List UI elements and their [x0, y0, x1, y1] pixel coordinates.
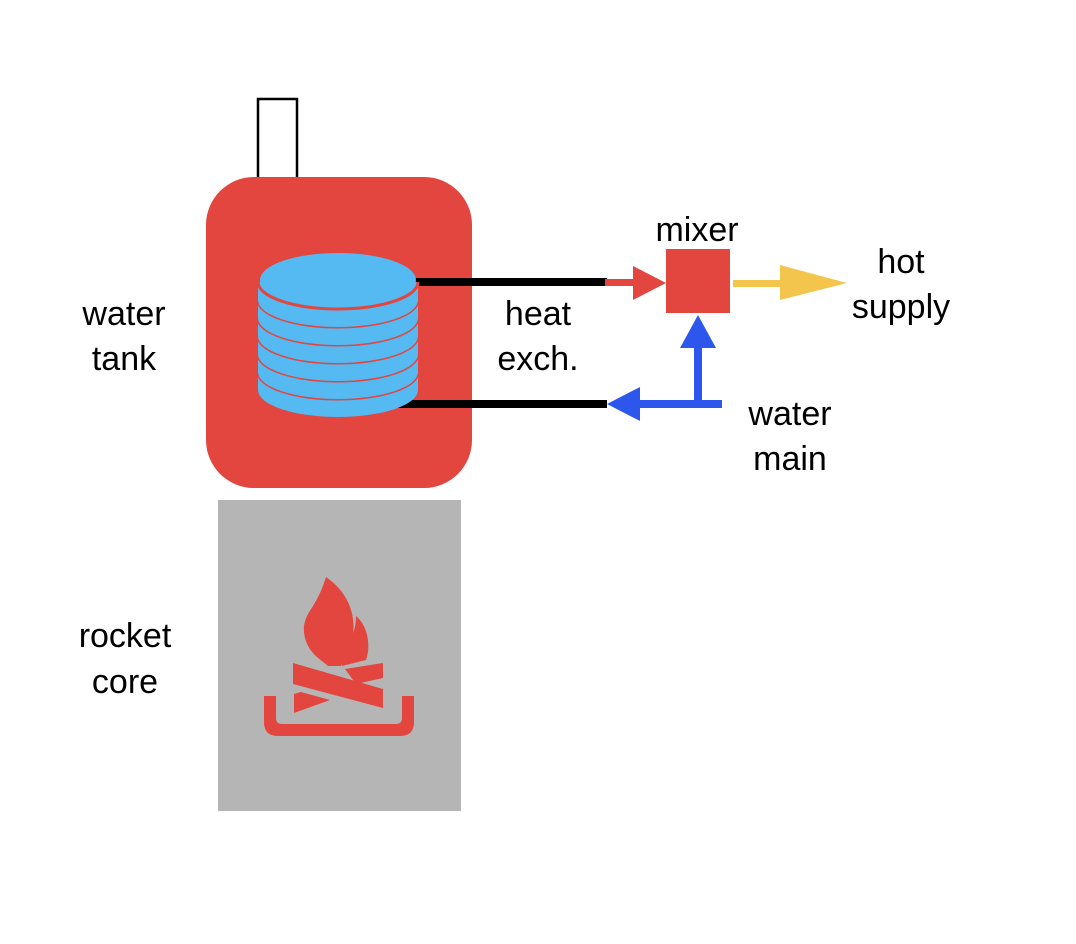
coil-separator	[256, 335, 420, 365]
coil-separator	[256, 317, 420, 347]
coil-stack-icon	[256, 253, 420, 417]
coil-separator	[256, 353, 420, 383]
cold-flow-arrows	[607, 315, 722, 421]
label-rocket-core-line2: core	[92, 663, 158, 701]
label-water-tank-line1: water	[81, 295, 165, 333]
label-water-main-line1: water	[747, 395, 831, 433]
supply-flow-arrow	[733, 265, 847, 300]
label-mixer: mixer	[655, 211, 738, 249]
label-water-tank-line2: tank	[92, 340, 157, 378]
mixer-box	[666, 249, 730, 313]
cold-pipe	[390, 400, 607, 408]
chimney-icon	[256, 97, 299, 182]
label-water-main-line2: main	[753, 440, 827, 478]
coil-separator	[256, 281, 420, 311]
label-heat-exch-line1: heat	[505, 295, 572, 333]
label-hot-supply-line2: supply	[852, 288, 950, 326]
label-heat-exch-line2: exch.	[497, 340, 578, 378]
coil-separator	[256, 371, 420, 401]
campfire-icon	[264, 577, 414, 736]
label-rocket-core-line1: rocket	[79, 617, 172, 655]
label-hot-supply-line1: hot	[877, 243, 925, 281]
coil-top	[260, 253, 416, 307]
coil-separator	[256, 299, 420, 329]
hot-pipe	[405, 278, 607, 286]
hot-flow-arrow	[605, 266, 666, 300]
